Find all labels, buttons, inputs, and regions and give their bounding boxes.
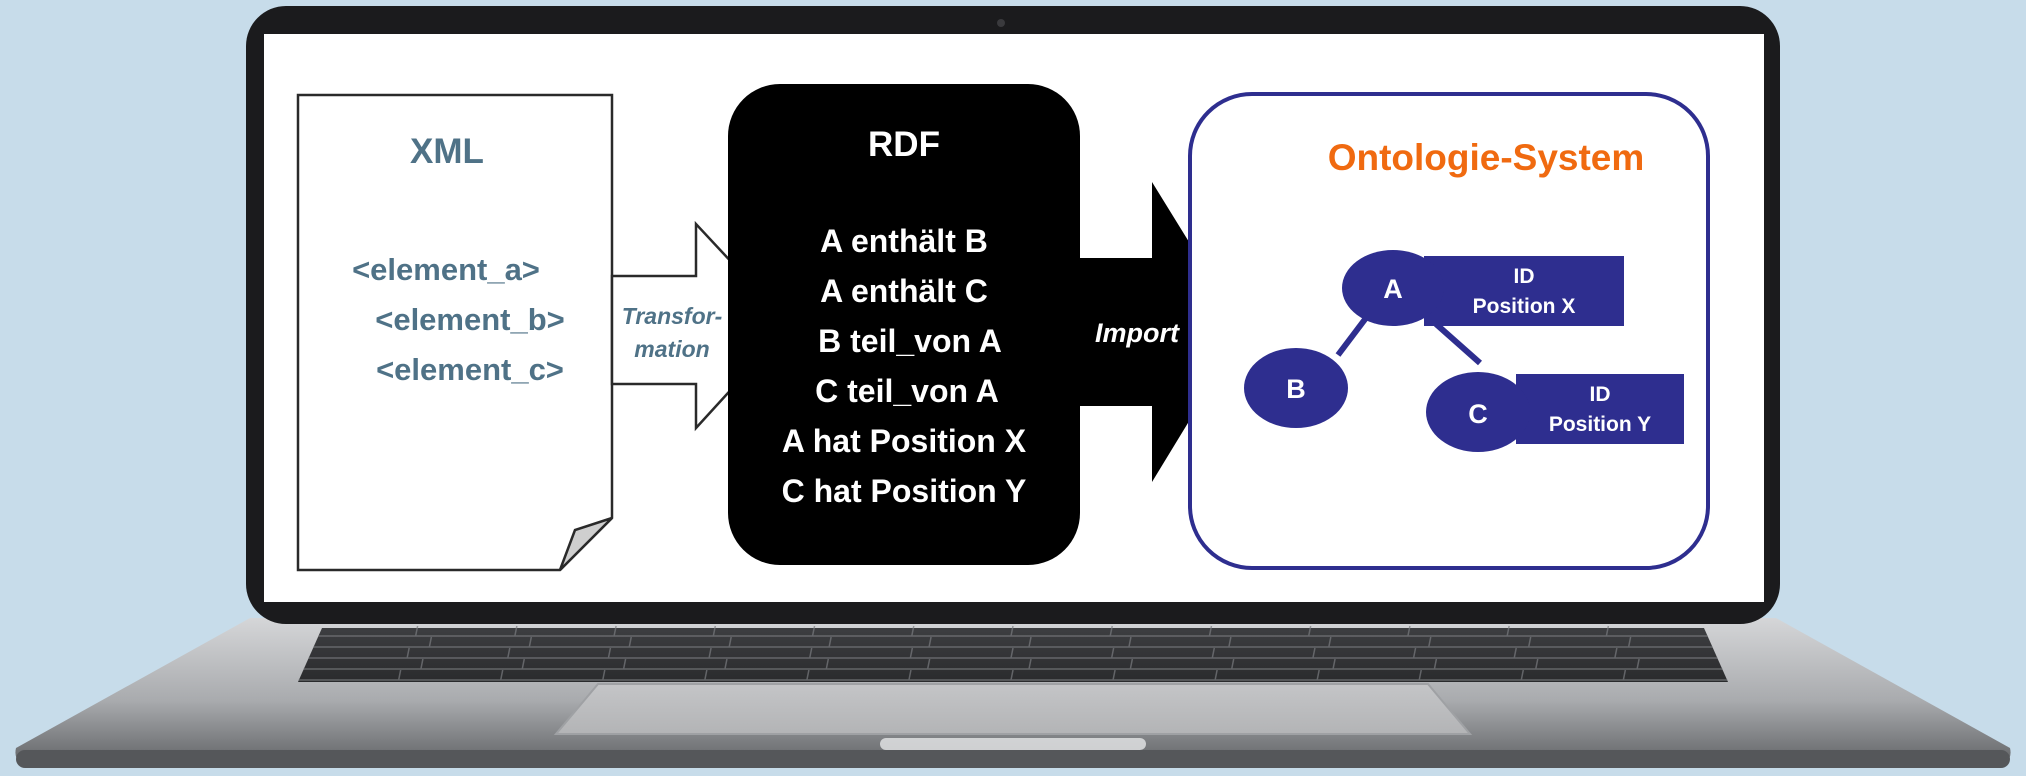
rdf-statement-5: A hat Position X <box>782 423 1027 459</box>
xml-line-1: <element_a> <box>352 252 540 287</box>
base-notch <box>880 738 1146 750</box>
ontology-system: Ontologie-System ID Position X ID Positi… <box>1188 92 1710 570</box>
keyboard-keys <box>298 625 1728 681</box>
node-b <box>1244 348 1348 428</box>
node-a-label: A <box>1383 274 1403 304</box>
xml-line-3: <element_c> <box>376 352 564 387</box>
camera-icon <box>997 19 1005 27</box>
transformation-label-2: mation <box>634 336 709 362</box>
rdf-box: RDF A enthält B A enthält C B teil_von A… <box>728 84 1080 565</box>
transformation-label-1: Transfor- <box>622 303 723 329</box>
attribute-box-a <box>1424 256 1624 326</box>
xml-title: XML <box>410 132 484 171</box>
attribute-a-id: ID <box>1514 265 1535 288</box>
ontology-title: Ontologie-System <box>1328 137 1645 178</box>
node-c-label: C <box>1468 399 1488 429</box>
attribute-a-position: Position X <box>1473 295 1576 318</box>
rdf-statement-1: A enthält B <box>820 223 988 259</box>
import-label: Import <box>1095 318 1180 348</box>
attribute-c-id: ID <box>1590 383 1611 406</box>
edge-a-c <box>1434 321 1482 366</box>
node-b-label: B <box>1286 374 1306 404</box>
trackpad <box>553 683 1473 735</box>
rdf-statement-2: A enthält C <box>820 273 988 309</box>
attribute-c-position: Position Y <box>1549 413 1651 436</box>
rdf-statement-4: C teil_von A <box>815 373 999 409</box>
attribute-box-c <box>1516 374 1684 444</box>
node-c <box>1426 372 1530 452</box>
rdf-title: RDF <box>868 125 940 164</box>
xml-document: XML <element_a> <element_b> <element_c> <box>296 93 614 572</box>
node-a <box>1342 250 1444 326</box>
page-fold-icon <box>558 516 613 571</box>
transformation-arrow: Transfor- mation <box>610 220 792 432</box>
rdf-statement-3: B teil_von A <box>818 323 1002 359</box>
laptop-base <box>15 618 2011 768</box>
rdf-statement-6: C hat Position Y <box>782 473 1027 509</box>
xml-line-2: <element_b> <box>375 302 565 337</box>
